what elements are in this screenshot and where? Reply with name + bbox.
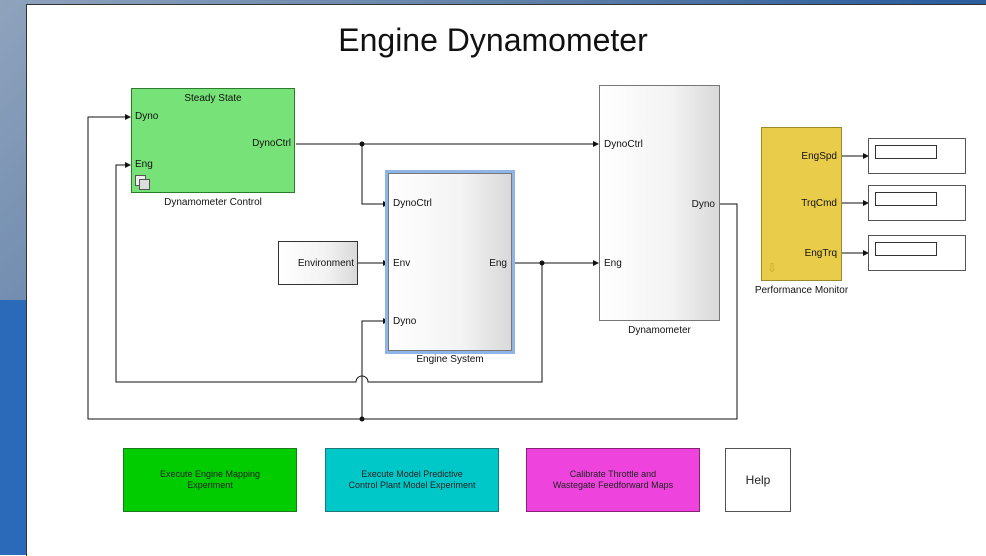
wire-eng-feedback	[115, 162, 543, 383]
dynamometer-block[interactable]: DynoCtrl Eng Dyno	[599, 85, 720, 321]
execute-mpc-plant-model-button[interactable]: Execute Model Predictive Control Plant M…	[325, 448, 499, 512]
steady-state-label: Steady State	[184, 93, 242, 104]
wire-dyno-to-engine	[361, 318, 389, 419]
junction-eng	[539, 260, 545, 266]
performance-monitor-block[interactable]: EngSpd TrqCmd EngTrq ⇩	[761, 127, 842, 281]
diagram-title: Engine Dynamometer	[338, 22, 648, 58]
display-engtrq[interactable]	[868, 235, 966, 271]
steady-state-port-dynoctrl: DynoCtrl	[252, 138, 291, 149]
performance-monitor-caption: Performance Monitor	[754, 285, 849, 296]
down-arrow-icon: ⇩	[767, 261, 778, 275]
junction-dynoctrl	[359, 141, 365, 147]
wire-dyno-feedback	[87, 114, 738, 420]
environment-block[interactable]: Environment	[278, 241, 358, 285]
steady-state-port-dyno: Dyno	[135, 111, 159, 122]
steady-state-block[interactable]: Steady State Dyno Eng DynoCtrl	[131, 88, 295, 193]
perf-port-engtrq: EngTrq	[804, 248, 837, 259]
display-engtrq-field	[875, 242, 937, 256]
display-trqcmd[interactable]	[868, 185, 966, 221]
help-button[interactable]: Help	[725, 448, 791, 512]
dynamometer-port-dyno: Dyno	[691, 199, 715, 210]
wire-dynoctrl-to-engine	[361, 144, 389, 207]
steady-state-port-eng: Eng	[135, 159, 153, 170]
calibrate-feedforward-maps-button[interactable]: Calibrate Throttle and Wastegate Feedfor…	[526, 448, 700, 512]
engine-system-port-env: Env	[393, 258, 411, 269]
engine-system-port-eng: Eng	[489, 258, 507, 269]
engine-system-block[interactable]: DynoCtrl Env Dyno Eng	[388, 173, 512, 351]
perf-port-engspd: EngSpd	[801, 151, 837, 162]
dynamometer-caption: Dynamometer	[628, 325, 691, 336]
display-engspd[interactable]	[868, 138, 966, 174]
engine-system-caption: Engine System	[416, 354, 484, 365]
perf-port-trqcmd: TrqCmd	[801, 198, 837, 209]
engine-system-port-dynoctrl: DynoCtrl	[393, 198, 432, 209]
junction-dyno	[359, 416, 365, 422]
display-engspd-field	[875, 145, 937, 159]
execute-engine-mapping-button[interactable]: Execute Engine Mapping Experiment	[123, 448, 297, 512]
environment-label: Environment	[297, 258, 354, 269]
steady-state-caption: Dynamometer Control	[164, 197, 262, 208]
engine-system-port-dyno: Dyno	[393, 316, 417, 327]
dynamometer-port-dynoctrl: DynoCtrl	[604, 139, 643, 150]
dynamometer-port-eng: Eng	[604, 258, 622, 269]
display-trqcmd-field	[875, 192, 937, 206]
subsystem-icon	[135, 175, 150, 190]
